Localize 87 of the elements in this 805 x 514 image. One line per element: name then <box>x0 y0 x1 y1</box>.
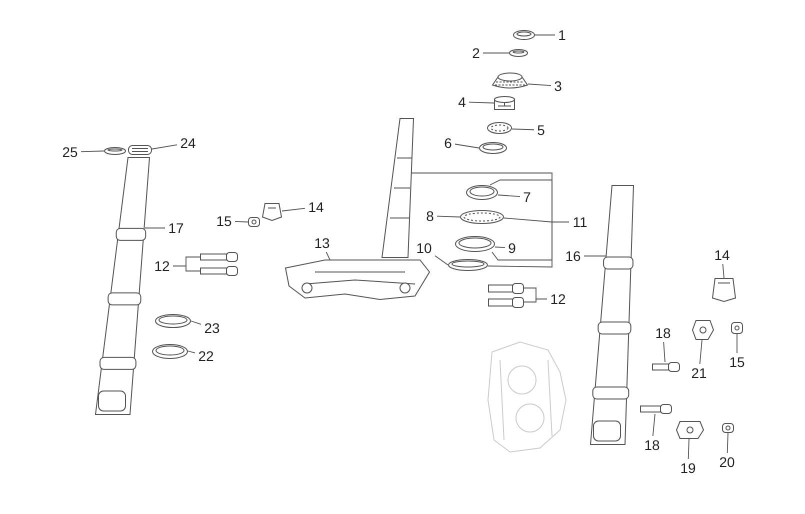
leader-line <box>652 414 656 436</box>
callout-number: 13 <box>312 235 332 251</box>
leader-line <box>722 264 724 278</box>
leader-line <box>726 432 728 454</box>
callout-number: 18 <box>653 325 673 341</box>
bolt-drawing <box>640 404 672 414</box>
leader-line <box>494 246 506 248</box>
callout-number: 5 <box>535 122 547 138</box>
leader-line <box>434 255 448 266</box>
leader-line <box>172 266 200 272</box>
leader-line <box>188 350 196 354</box>
callout-number: 4 <box>456 94 468 110</box>
callout-number: 8 <box>424 208 436 224</box>
leader-line <box>524 298 548 302</box>
leader-line <box>454 144 480 148</box>
callout-number: 12 <box>548 291 568 307</box>
screw-drawing <box>248 217 260 227</box>
leader-line <box>512 128 534 130</box>
clip-drawing <box>262 203 282 222</box>
bolt-drawing <box>488 297 524 308</box>
ring-drawing <box>513 30 535 40</box>
bearing-race-drawing <box>152 344 188 359</box>
leader-line <box>190 320 202 325</box>
leader-line <box>282 208 306 212</box>
callout-number: 10 <box>414 240 434 256</box>
callout-number: 15 <box>214 213 234 229</box>
callout-number: 9 <box>506 240 518 256</box>
leader-line <box>482 52 510 54</box>
leader-line <box>410 172 570 222</box>
triple-clamp-drawing <box>284 260 430 300</box>
bearing-race-drawing <box>455 236 495 252</box>
callout-number: 15 <box>727 354 747 370</box>
callout-number: 22 <box>196 348 216 364</box>
callout-number: 16 <box>563 248 583 264</box>
callout-number: 14 <box>306 199 326 215</box>
bracket-drawing <box>692 320 714 340</box>
callout-number: 11 <box>570 214 590 230</box>
leader-line <box>736 334 738 354</box>
bolt-drawing <box>652 362 680 372</box>
callout-number: 6 <box>442 135 454 151</box>
fork-tube-drawing <box>590 185 634 445</box>
bolt-drawing <box>488 283 524 294</box>
bolt-drawing <box>200 252 238 262</box>
clip-drawing <box>712 278 736 302</box>
leader-line <box>534 34 556 36</box>
callout-number: 2 <box>470 45 482 61</box>
ring-drawing <box>479 142 507 154</box>
ring-drawing <box>448 259 488 271</box>
callout-number: 18 <box>642 437 662 453</box>
fork-tube-drawing <box>94 157 150 415</box>
fork-cap-drawing <box>128 145 152 155</box>
callout-number: 17 <box>166 220 186 236</box>
callout-number: 20 <box>717 454 737 470</box>
leader-line <box>80 150 104 152</box>
callout-number: 19 <box>678 460 698 476</box>
bolt-drawing <box>200 266 238 276</box>
screw-drawing <box>722 423 734 433</box>
leader-line <box>688 438 690 460</box>
leader-line <box>436 216 460 218</box>
leader-line <box>326 252 330 260</box>
ring-drawing <box>466 185 498 200</box>
callout-number: 14 <box>712 247 732 263</box>
callout-number: 24 <box>178 135 198 151</box>
callout-number: 23 <box>202 320 222 336</box>
ring-drawing <box>509 49 528 57</box>
leader-line <box>152 144 178 150</box>
ring-drawing <box>104 147 126 155</box>
leader-line <box>699 340 702 364</box>
callout-number: 21 <box>689 365 709 381</box>
steering-stem-drawing <box>381 118 414 258</box>
callout-number: 25 <box>60 144 80 160</box>
nut-drawing <box>494 96 515 110</box>
bearing-drawing <box>487 122 512 134</box>
callout-number: 12 <box>152 258 172 274</box>
cap-drawing <box>492 72 528 88</box>
callout-number: 1 <box>556 27 568 43</box>
leader-line <box>234 221 248 222</box>
callout-number: 3 <box>552 78 564 94</box>
bracket-drawing <box>676 421 704 439</box>
ring-drawing <box>155 314 191 328</box>
bearing-drawing <box>460 210 504 224</box>
leader-line <box>528 84 552 86</box>
callout-number: 7 <box>521 189 533 205</box>
leader-line <box>663 342 666 362</box>
leader-line <box>468 102 494 104</box>
screw-drawing <box>731 322 743 334</box>
leader-line <box>498 194 520 197</box>
